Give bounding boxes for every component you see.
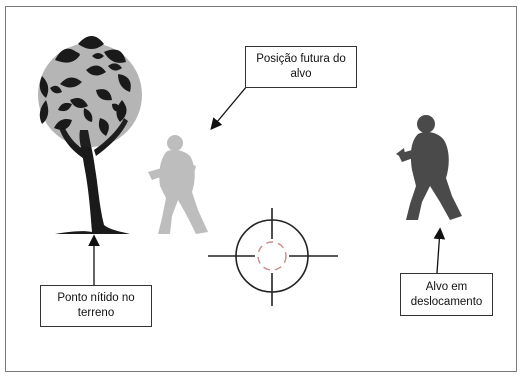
moving-target-label: Alvo em deslocamento (400, 273, 493, 316)
tree-icon (38, 36, 142, 234)
future-position-text: Posição futura do alvo (256, 53, 346, 80)
ground-point-label: Ponto nítido no terreno (40, 285, 152, 327)
crosshair-icon (208, 208, 338, 306)
soldier-target-icon (396, 115, 462, 220)
moving-target-text: Alvo em deslocamento (410, 280, 483, 308)
future-position-label: Posição futura do alvo (245, 46, 357, 88)
soldier-ghost-icon (148, 135, 208, 234)
ground-point-text: Ponto nítido no terreno (57, 292, 135, 319)
arrow-moving-target (433, 227, 446, 274)
arrow-future-position (210, 79, 253, 130)
tree-canopy (38, 36, 142, 147)
